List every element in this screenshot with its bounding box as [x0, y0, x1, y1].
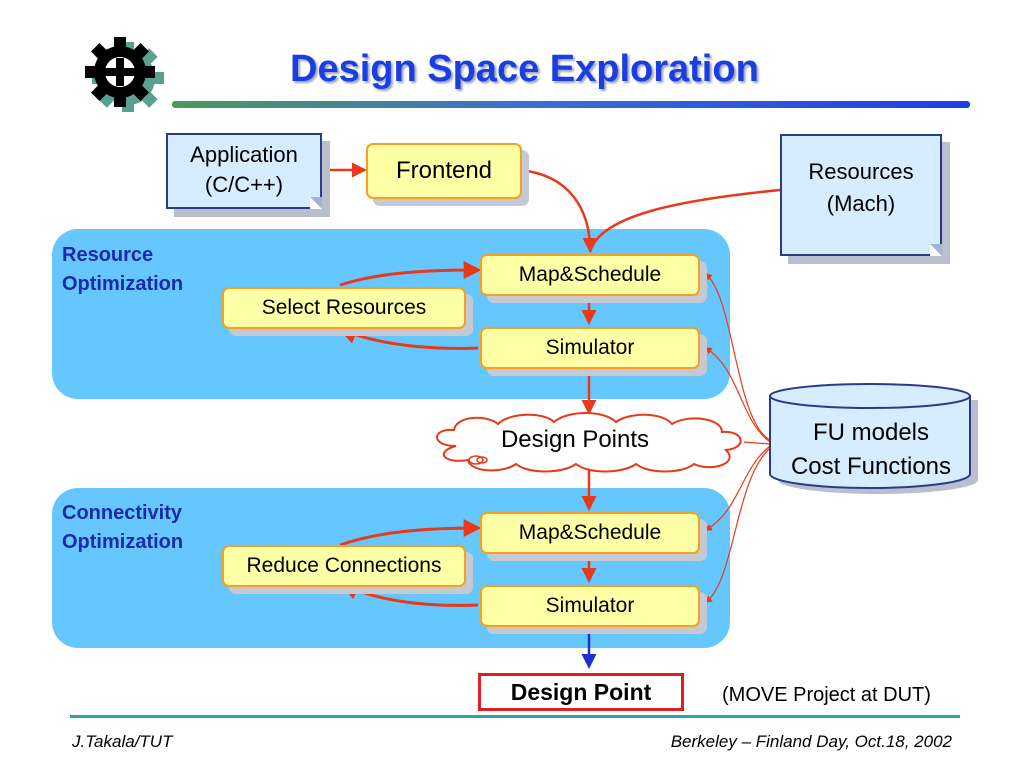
simulator-box-1: Simulator	[480, 327, 700, 369]
resources-doc: Resources (Mach)	[780, 134, 942, 256]
resources-label: Resources (Mach)	[808, 159, 914, 216]
fu-models-label: FU models Cost Functions	[790, 419, 952, 480]
arrow-sim-to-reduce	[340, 583, 479, 607]
connectivity-optimization-label: Connectivity Optimization	[62, 502, 184, 553]
reduce-connections-box: Reduce Connections	[222, 545, 466, 587]
fu-link-map1	[704, 273, 771, 441]
arrow-frontend-mapschedule	[519, 168, 598, 253]
fu-link-sim2	[704, 447, 771, 603]
footer-author: J.Takala/TUT	[72, 732, 173, 751]
arrow-sim-to-select	[338, 326, 479, 350]
fu-models-cylinder	[769, 383, 978, 494]
design-points-cloud	[436, 412, 742, 473]
title-underline	[172, 101, 970, 108]
fu-link-sim1	[704, 347, 771, 443]
design-points-label: Design Points	[500, 426, 650, 453]
page-title: Design Space Exploration	[290, 48, 759, 90]
footer-divider	[70, 715, 960, 718]
map-schedule-box-1: Map&Schedule	[480, 254, 700, 296]
application-label: Application (C/C++)	[190, 142, 298, 197]
arrow-reduce-to-map	[339, 519, 482, 547]
resource-optimization-label: Resource Optimization	[62, 244, 184, 295]
project-note: (MOVE Project at DUT)	[722, 684, 931, 706]
footer-event: Berkeley – Finland Day, Oct.18, 2002	[670, 732, 952, 751]
fu-link-points	[743, 441, 771, 445]
fu-link-map2	[704, 445, 771, 531]
application-doc: Application (C/C++)	[166, 133, 322, 209]
design-point-box: Design Point	[478, 673, 684, 711]
select-resources-box: Select Resources	[222, 287, 466, 329]
map-schedule-box-2: Map&Schedule	[480, 512, 700, 554]
arrow-select-to-map	[339, 261, 482, 287]
arrow-resources-mapschedule	[588, 188, 781, 253]
frontend-box: Frontend	[366, 143, 522, 199]
simulator-box-2: Simulator	[480, 585, 700, 627]
gear-logo-icon	[85, 37, 164, 112]
